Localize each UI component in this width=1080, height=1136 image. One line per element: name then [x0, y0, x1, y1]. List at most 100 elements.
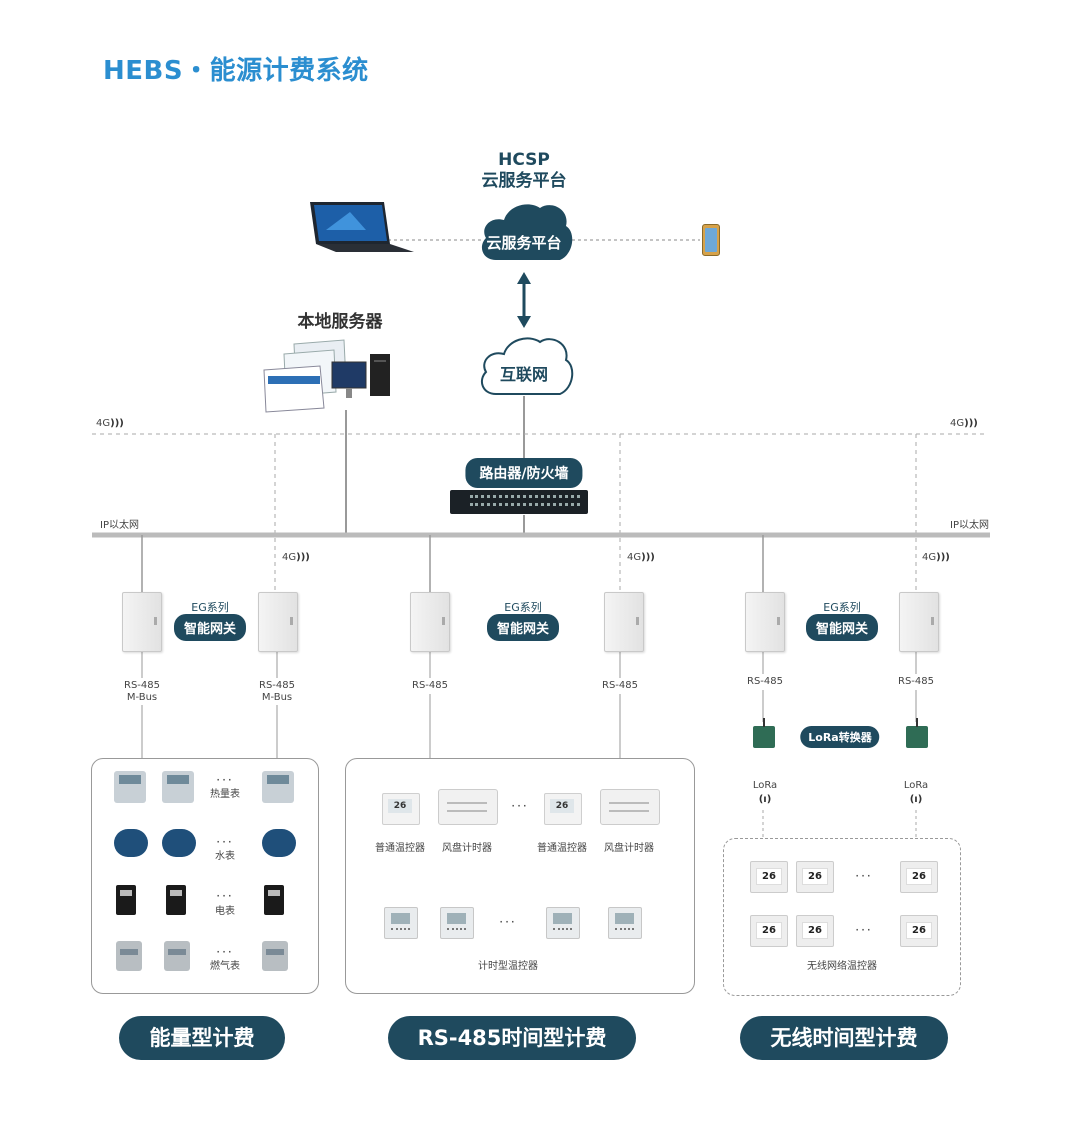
4g-text: 4G — [922, 552, 937, 563]
smart-gateway-label: 智能网关 — [173, 614, 247, 641]
wireless-thermostat-icon: 26 — [900, 915, 938, 947]
bus-label-right: RS-485 — [602, 680, 638, 691]
eg-series-label: EG系列 — [191, 601, 229, 614]
wireless-thermostat-icon: 26 — [750, 915, 788, 947]
eg-series-label: EG系列 — [504, 601, 542, 614]
meter-label: 电表 — [215, 906, 235, 917]
lora-signal-icon: (ı) — [758, 794, 772, 805]
laptop-icon — [310, 202, 414, 252]
hcsp-heading: HCSP 云服务平台 — [482, 150, 567, 192]
gas-meter-icon — [116, 941, 142, 971]
bus-label-line: M-Bus — [126, 692, 158, 703]
ellipsis: ··· — [216, 945, 234, 959]
bus-label-left: RS-485 — [412, 680, 448, 691]
4g-label: 4G))) — [922, 552, 950, 563]
wireless-thermostat-icon: 26 — [796, 915, 834, 947]
smart-gateway-label: 智能网关 — [805, 614, 879, 641]
meter-label: 热量表 — [210, 789, 240, 800]
4g-label-left: 4G))) — [96, 418, 124, 429]
electric-meter-icon — [264, 885, 284, 915]
thermostat-display: 26 — [388, 799, 412, 813]
gateway-cabinet-icon — [410, 592, 450, 652]
heat-meter-icon — [262, 771, 294, 803]
ellipsis: ··· — [855, 923, 873, 937]
gateway-cabinet-icon — [899, 592, 939, 652]
controller-label: 风盘计时器 — [604, 843, 654, 854]
thermostat-display: 26 — [906, 868, 932, 885]
gateway-cabinet-icon — [745, 592, 785, 652]
meter-label: 水表 — [215, 851, 235, 862]
timer-thermostat-icon — [384, 907, 418, 939]
wireless-thermostat-icon: 26 — [750, 861, 788, 893]
4g-text: 4G — [950, 418, 965, 429]
fan-coil-timer-icon — [438, 789, 498, 825]
thermostat-icon: 26 — [382, 793, 420, 825]
signal-icon: ))) — [641, 552, 655, 563]
local-server-icon — [263, 339, 390, 413]
lora-converter-label: LoRa转换器 — [800, 726, 880, 748]
ellipsis: ··· — [511, 799, 529, 813]
bus-label-line: RS-485 — [124, 680, 160, 691]
rs485-billing-label: RS-485时间型计费 — [388, 1016, 636, 1060]
gateway-cabinet-icon — [258, 592, 298, 652]
controller-label: 普通温控器 — [537, 843, 587, 854]
lora-label: LoRa — [903, 780, 929, 791]
wireless-thermostat-icon: 26 — [796, 861, 834, 893]
local-server-label: 本地服务器 — [297, 312, 383, 332]
ellipsis: ··· — [216, 835, 234, 849]
bus-label-right: RS-485 M-Bus — [259, 680, 295, 704]
4g-label: 4G))) — [627, 552, 655, 563]
gateway-cabinet-icon — [122, 592, 162, 652]
thermostat-icon: 26 — [544, 793, 582, 825]
signal-icon: ))) — [296, 552, 310, 563]
lora-signal-icon: (ı) — [909, 794, 923, 805]
controller-label: 风盘计时器 — [442, 843, 492, 854]
internet-label: 互联网 — [499, 365, 549, 384]
thermostat-display: 26 — [550, 799, 574, 813]
meter-label: 燃气表 — [210, 961, 240, 972]
hcsp-heading-line-2: 云服务平台 — [481, 171, 567, 191]
ellipsis: ··· — [216, 889, 234, 903]
4g-text: 4G — [282, 552, 297, 563]
electric-meter-icon — [166, 885, 186, 915]
wireless-controller-panel: 26 26 ··· 26 26 26 ··· 26 无线网络温控器 — [723, 838, 961, 996]
lora-converter-icon — [906, 718, 928, 748]
ellipsis: ··· — [855, 869, 873, 883]
thermostat-display: 26 — [906, 922, 932, 939]
ellipsis: ··· — [499, 915, 517, 929]
lora-converter-icon — [753, 718, 775, 748]
wireless-billing-label: 无线时间型计费 — [740, 1016, 948, 1060]
bus-label-left: RS-485 — [747, 676, 783, 687]
thermostat-display: 26 — [756, 868, 782, 885]
page-title: HEBS・能源计费系统 — [103, 56, 369, 86]
wireless-thermostat-icon: 26 — [900, 861, 938, 893]
router-icon — [450, 490, 588, 514]
heat-meter-icon — [114, 771, 146, 803]
water-meter-icon — [262, 829, 296, 857]
timer-thermostat-icon — [440, 907, 474, 939]
ellipsis: ··· — [216, 773, 234, 787]
4g-text: 4G — [627, 552, 642, 563]
signal-icon: ))) — [964, 418, 978, 429]
thermostat-display: 26 — [802, 922, 828, 939]
ip-ethernet-label-right: IP以太网 — [950, 520, 989, 531]
rs485-controller-panel: 26 ··· 26 普通温控器 风盘计时器 普通温控器 风盘计时器 ··· 计时… — [345, 758, 695, 994]
electric-meter-icon — [116, 885, 136, 915]
water-meter-icon — [114, 829, 148, 857]
bus-label-line: M-Bus — [261, 692, 293, 703]
timer-thermostat-label: 计时型温控器 — [478, 961, 538, 972]
ip-ethernet-label-left: IP以太网 — [100, 520, 139, 531]
phone-icon — [702, 224, 720, 256]
timer-thermostat-icon — [546, 907, 580, 939]
bus-label-line: RS-485 — [259, 680, 295, 691]
cloud-platform-icon — [481, 204, 573, 260]
4g-text: 4G — [96, 418, 111, 429]
fan-coil-timer-icon — [600, 789, 660, 825]
4g-label: 4G))) — [282, 552, 310, 563]
eg-series-label: EG系列 — [823, 601, 861, 614]
water-meter-icon — [162, 829, 196, 857]
router-label: 路由器/防火墙 — [465, 458, 583, 488]
lora-label: LoRa — [752, 780, 778, 791]
smart-gateway-label: 智能网关 — [486, 614, 560, 641]
